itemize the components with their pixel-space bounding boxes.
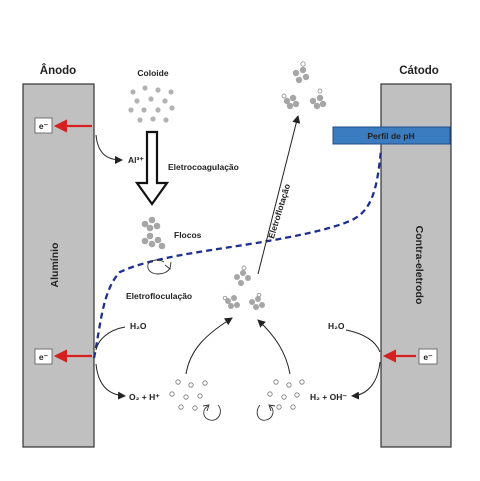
cathode-reaction-arrow — [351, 361, 381, 400]
cathode-products-label: H₂ + OH⁻ — [310, 392, 347, 402]
anode-reaction-arrow — [95, 363, 126, 400]
cathode-label: Contra-eletrodo — [413, 226, 425, 305]
electron-label-cathode: e⁻ — [423, 352, 433, 362]
cathode-heading: Cátodo — [399, 65, 439, 77]
flotation-flocs — [222, 265, 265, 310]
anode-electrode — [22, 83, 95, 448]
electroflotation-label: Eletroflotação — [266, 183, 292, 240]
bubble-to-floc-arrow-left — [185, 317, 233, 375]
electron-box-anode-top — [34, 117, 53, 134]
colloid-label: Coloide — [137, 68, 168, 78]
flocculation-swirl-icon — [147, 259, 171, 275]
cathode-swirl-head-icon — [268, 404, 276, 412]
anode-products-label: O₂ + H⁺ — [129, 392, 160, 402]
anode-heading: Ânodo — [40, 64, 76, 77]
electron-label-anode-top: e⁻ — [39, 121, 49, 131]
ph-profile-label: Perfil de pH — [367, 131, 414, 141]
anode-water-arrow — [95, 326, 126, 351]
electron-box-anode-bottom — [34, 348, 53, 365]
ph-profile-box — [332, 126, 451, 145]
electrocoagulation-arrow — [134, 130, 170, 206]
electroflotation-arrow — [257, 115, 301, 275]
anode-swirl-head-icon — [202, 404, 210, 412]
electron-label-anode-bottom: e⁻ — [39, 352, 49, 362]
flocs-label: Flocos — [174, 230, 202, 240]
al-ion-curve-arrow — [95, 134, 123, 164]
anode-swirl-icon — [203, 404, 221, 421]
hydrogen-bubbles — [267, 379, 305, 410]
electron-box-cathode — [418, 348, 438, 365]
electrocoagulation-label: Eletrocoagulação — [168, 162, 239, 172]
oxygen-bubbles — [169, 379, 208, 411]
cathode-water-label: H₂O — [328, 321, 345, 331]
bubble-to-floc-arrow-right — [257, 319, 291, 375]
ph-profile-curve — [92, 149, 383, 359]
al-ion-label: Al³⁺ — [128, 155, 144, 165]
colloid-particles — [128, 85, 175, 123]
flocculation-swirl-head-icon — [164, 261, 172, 270]
anode-label: Alumínio — [49, 243, 61, 288]
anode-water-label: H₂O — [130, 321, 147, 331]
floated-flocs-top — [281, 61, 327, 110]
flocs-cluster — [141, 216, 166, 250]
electroflocculation-label: Eletrofloculação — [126, 291, 192, 301]
cathode-water-arrow — [345, 329, 381, 353]
cathode-swirl-icon — [256, 404, 274, 421]
